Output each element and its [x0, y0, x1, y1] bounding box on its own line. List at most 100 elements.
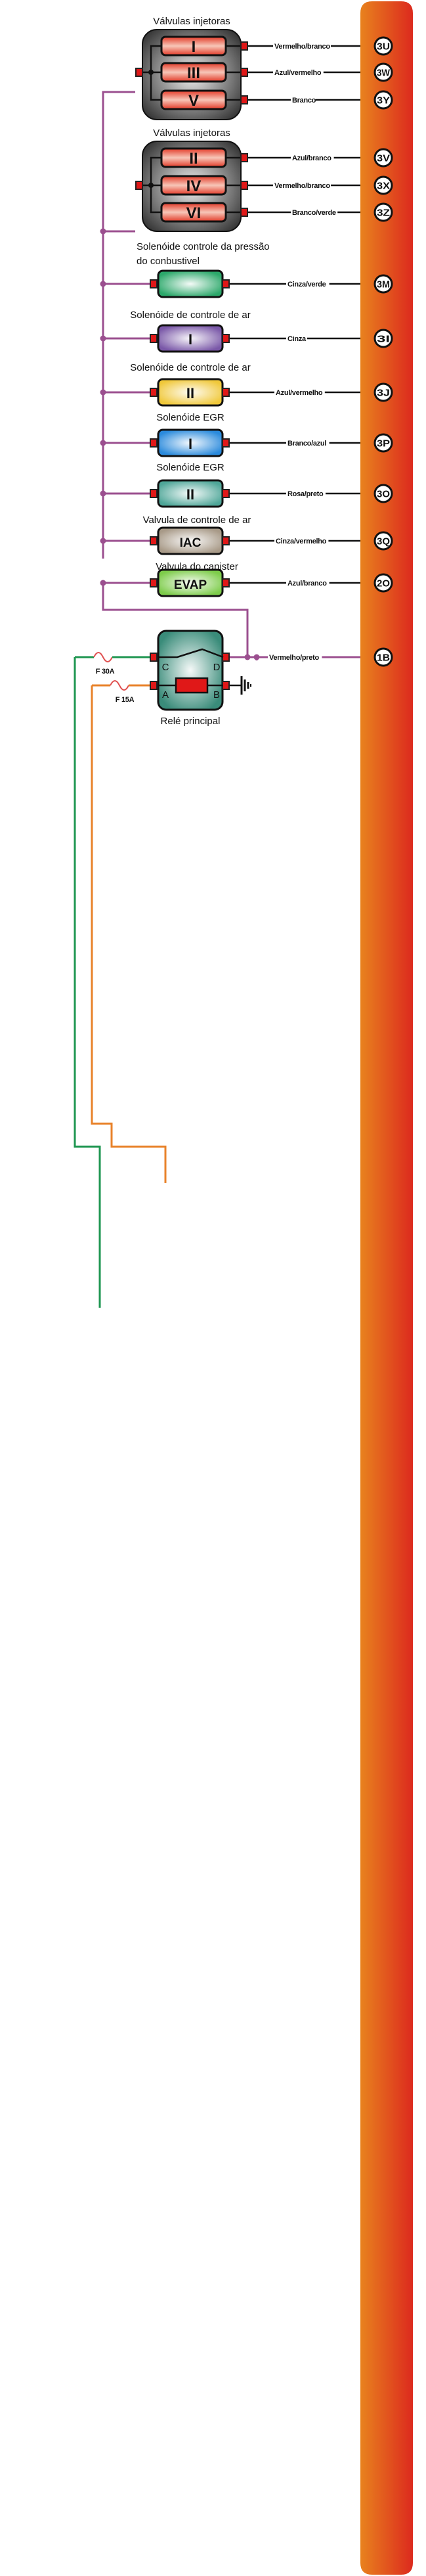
orange-main-line: [91, 685, 167, 1183]
wire-label-bg: [286, 489, 326, 497]
wire-label-bg: [274, 388, 325, 396]
wire-color-label: Azul/branco: [288, 580, 327, 587]
injector-group-title: Válvulas injetoras: [153, 16, 230, 27]
cylinder-label: IV: [186, 177, 202, 195]
wire-color-label: Cinza/vermelho: [276, 538, 327, 545]
relay-switch-contact: [158, 648, 224, 658]
green-main-line: [74, 657, 101, 1308]
ecm-pin-3X[interactable]: 3X: [373, 175, 393, 195]
pin-circle[interactable]: [373, 531, 393, 551]
relay-terminal-d-core: [223, 654, 228, 660]
injector-common-terminal-core: [137, 182, 142, 189]
ecm-pin-3U[interactable]: 3U: [373, 36, 393, 56]
ecm-pin-3Y[interactable]: 3Y: [373, 90, 393, 110]
ecm-pin-3Q[interactable]: 3Q: [373, 531, 393, 551]
solenoid-title: Solenóide de controle de ar: [130, 310, 250, 321]
ecm-pin-1B[interactable]: 1B: [373, 647, 393, 667]
pin-circle[interactable]: [373, 573, 393, 593]
solenoid-terminal-core: [151, 538, 156, 544]
wire-label-bg: [286, 438, 330, 447]
pin-code: 3J: [377, 388, 390, 399]
wire-color-label: Azul/vermelho: [276, 389, 323, 397]
injector-terminal-core: [242, 154, 247, 161]
ecm-pin-3O[interactable]: 3O: [373, 484, 393, 503]
wire-label-bg: [268, 653, 322, 661]
ecm-pin-3M[interactable]: 3M: [373, 274, 393, 294]
solenoid-label: II: [186, 385, 194, 402]
ecm-pin-2O[interactable]: 2O: [373, 573, 393, 593]
solenoid-terminal-core: [223, 538, 228, 544]
fuse-icon: [93, 652, 113, 662]
pin-letter: A: [162, 689, 169, 701]
ecm-pin-3W[interactable]: 3W: [373, 62, 393, 82]
wire-color-label: Cinza: [288, 335, 307, 343]
relay-terminal-c-core: [151, 654, 156, 660]
junction-dot: [148, 183, 154, 188]
wire-color-label: Rosa/preto: [288, 490, 324, 498]
fuse-label: F 30A: [96, 668, 115, 676]
solenoid-terminal-core: [151, 580, 156, 586]
pin-letter: D: [213, 662, 221, 673]
pin-circle[interactable]: [373, 62, 393, 82]
solenoid-terminal-core: [151, 440, 156, 446]
wire-label-bg: [274, 536, 329, 545]
pin-code: 3U: [377, 41, 390, 53]
ecm-pin-3J[interactable]: 3J: [373, 382, 393, 402]
cylinder-label: VI: [186, 204, 202, 222]
pin-circle[interactable]: [373, 148, 393, 168]
wire-color-label: Vermelho/preto: [269, 654, 319, 662]
solenoid-body-I-shine: [160, 431, 221, 455]
ecm-bar-body: [360, 1, 413, 2575]
ecm-pin-3V[interactable]: 3V: [373, 148, 393, 168]
pin-letter: B: [213, 689, 220, 701]
solenoid-label: IAC: [180, 536, 202, 550]
wire-label-bg: [286, 334, 307, 342]
pin-circle[interactable]: [373, 433, 393, 453]
solenoid-title: Solenóide EGR: [156, 462, 224, 473]
fuse-label: F 15A: [116, 696, 135, 704]
solenoid-terminal-core: [223, 440, 228, 446]
fuse-icon: [110, 680, 129, 691]
ecm-pin-3P[interactable]: 3P: [373, 433, 393, 453]
relay-terminal-b-core: [223, 682, 228, 689]
wire-color-label: Azul/vermelho: [274, 69, 322, 77]
pin-circle[interactable]: [373, 274, 393, 294]
relay-coil: [175, 677, 209, 694]
wires-layer: Vermelho/brancoAzul/vermelhoBrancoAzul/b…: [74, 41, 375, 1308]
pin-circle[interactable]: [373, 329, 393, 348]
pin-code: 2O: [377, 578, 390, 589]
solenoid-terminal-core: [223, 389, 228, 396]
pin-circle[interactable]: [373, 202, 393, 222]
power-bus-purple: [102, 91, 135, 559]
pin-circle[interactable]: [373, 647, 393, 667]
ecm-pin-3Z[interactable]: 3Z: [373, 202, 393, 222]
wire-label-bg: [286, 578, 330, 587]
pin-circle[interactable]: [373, 36, 393, 56]
cylinder-label: I: [192, 38, 196, 56]
solenoid-body-II-shine: [160, 380, 221, 404]
wire-color-label: Vermelho/branco: [274, 182, 330, 190]
relay-feed: [102, 583, 249, 657]
pin-circle[interactable]: [373, 175, 393, 195]
pin-code: 1B: [377, 653, 390, 664]
pin-circle[interactable]: [373, 382, 393, 402]
cylinder-label: II: [189, 150, 198, 168]
wire-color-label: Branco/verde: [292, 209, 336, 217]
pin-code: 3X: [377, 181, 390, 192]
pin-code: 3O: [377, 489, 390, 500]
injector-group-title: Válvulas injetoras: [153, 127, 230, 139]
ecm-pin-3I[interactable]: 3I: [373, 329, 393, 348]
pin-code: 3M: [377, 279, 390, 290]
wire-label-bg: [291, 208, 338, 216]
pin-code: 3I: [377, 334, 390, 345]
wire-label-bg: [273, 68, 324, 76]
pin-code: 3Y: [377, 95, 390, 106]
solenoid-terminal-core: [151, 335, 156, 342]
solenoid-terminal-core: [151, 281, 156, 287]
pin-code: 3Q: [377, 536, 390, 547]
pin-circle[interactable]: [373, 90, 393, 110]
pin-circle[interactable]: [373, 484, 393, 503]
solenoid-body-fpc-shine: [160, 272, 221, 296]
wire-color-label: Azul/branco: [292, 154, 331, 162]
solenoid-label: II: [186, 486, 194, 503]
